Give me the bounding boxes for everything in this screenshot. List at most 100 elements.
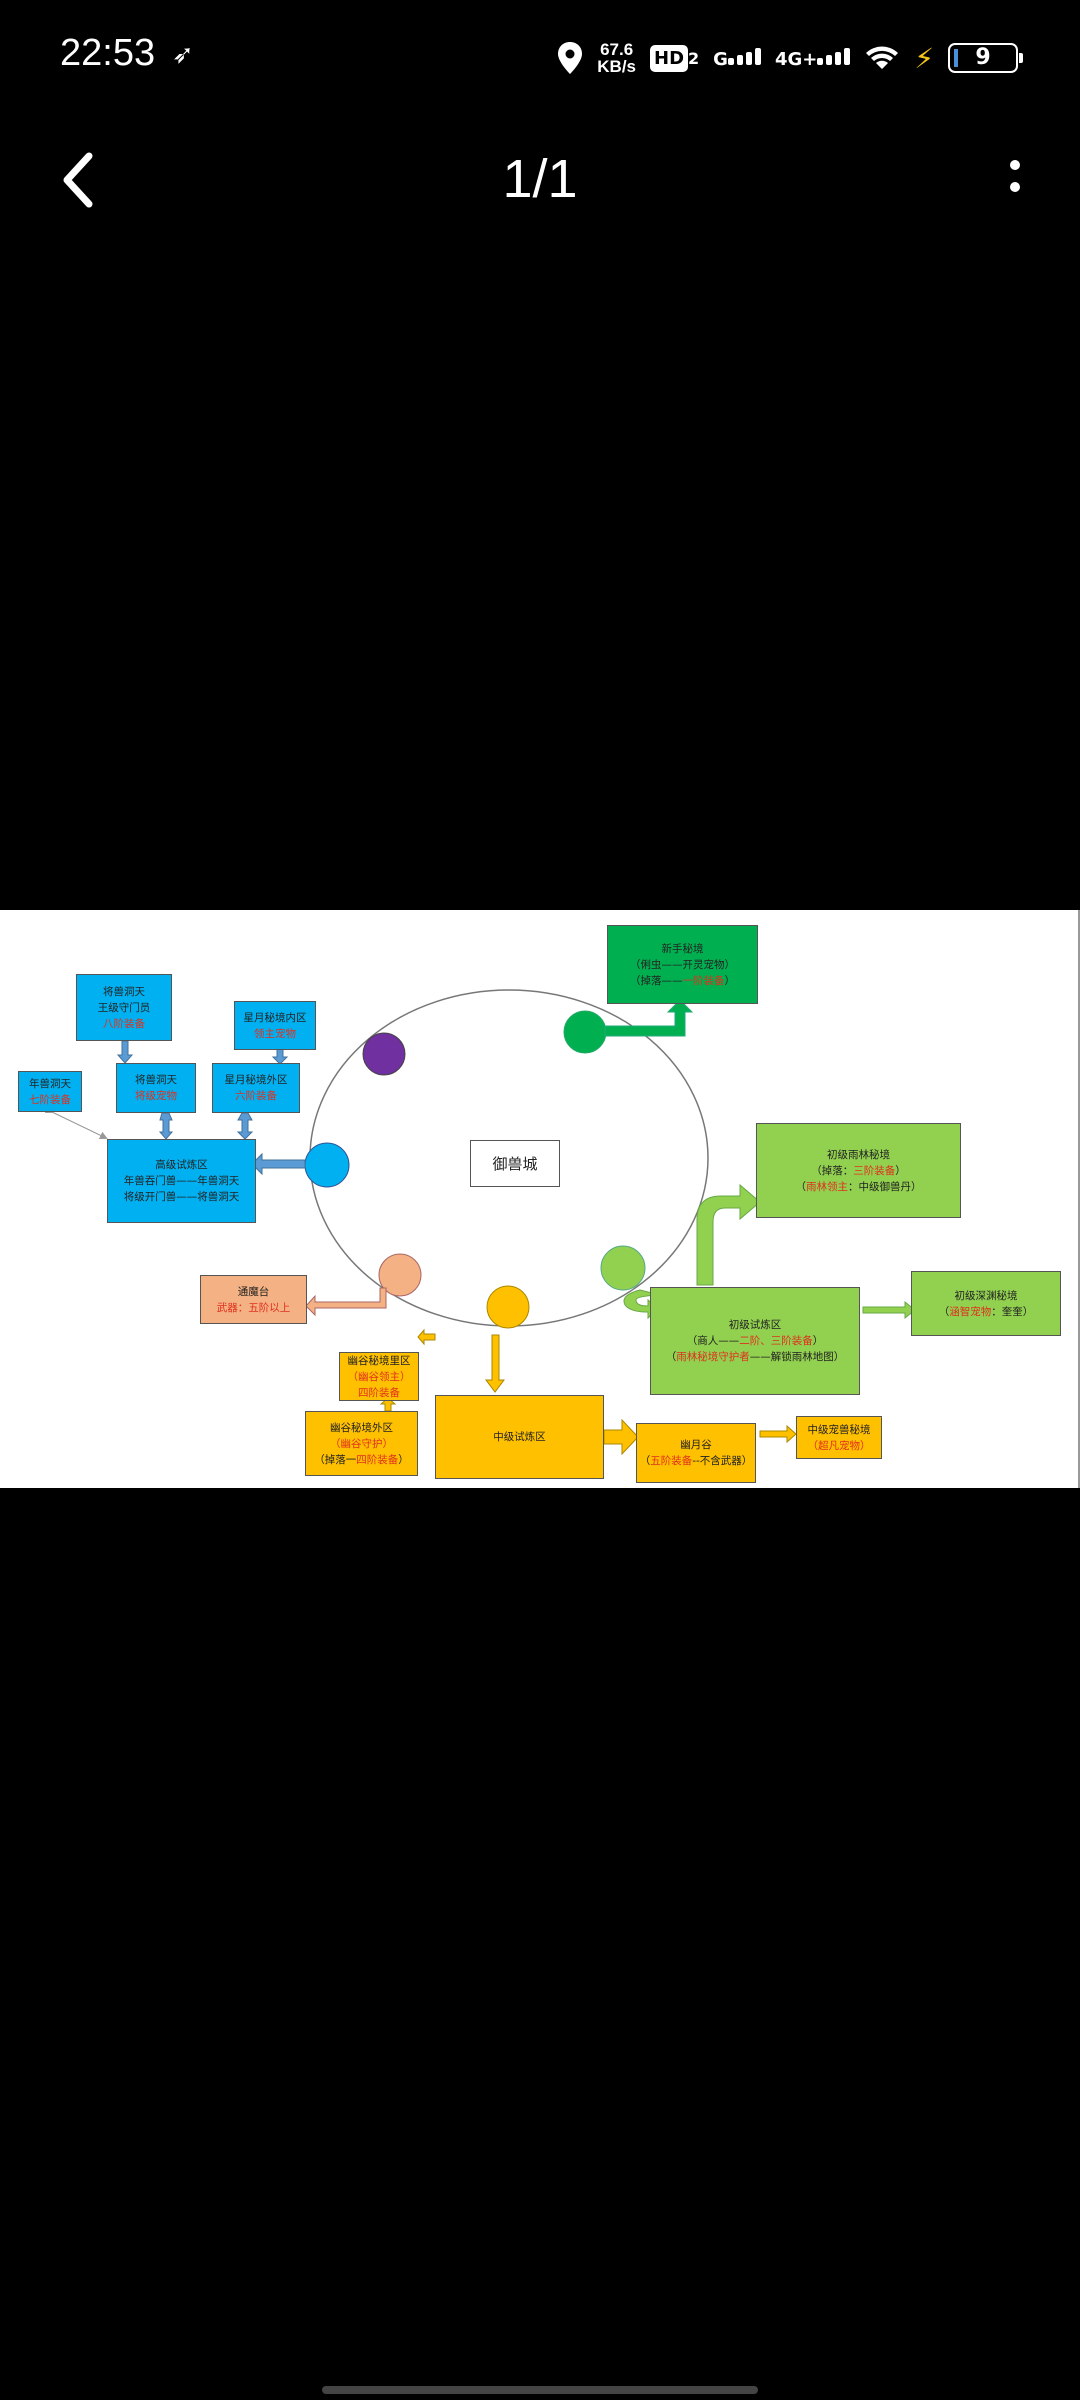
highlight-text: 雨林秘境守护者 — [676, 1351, 750, 1363]
text: （商人—— — [686, 1335, 740, 1347]
area-box-line: （雨林秘境守护者——解锁雨林地图） — [666, 1349, 845, 1365]
arrow-youyue-to-zhongchong — [759, 1424, 797, 1444]
area-box-line: 四阶装备 — [358, 1385, 400, 1401]
location-icon — [558, 42, 583, 74]
text: 中级宠兽秘境 — [807, 1423, 871, 1436]
arrow-zhongji-to-yougu-out — [417, 1328, 436, 1346]
arrow-pet-gaoji — [158, 1112, 174, 1140]
arrow-to-yulin — [696, 1183, 761, 1286]
text: （ — [795, 1180, 807, 1193]
area-box-line: 新手秘境 — [662, 941, 704, 957]
arrow-blue-to-gaoji — [251, 1152, 306, 1176]
wifi-icon — [866, 46, 899, 69]
area-box-line: 领主宠物 — [254, 1026, 296, 1042]
area-box-line: 初级试炼区 — [729, 1317, 782, 1333]
viewer-toolbar: 1/1 — [0, 130, 1080, 230]
area-box-yulin: 初级雨林秘境 （掉落：三阶装备）（雨林领主：中级御兽丹） — [756, 1123, 961, 1218]
area-box-line: 六阶装备 — [235, 1088, 277, 1104]
highlight-text: 一阶装备 — [682, 974, 725, 987]
text: 星月秘境内区 — [243, 1011, 307, 1024]
area-box-line: 幽谷秘境外区 — [330, 1420, 393, 1436]
highlight-text: 三阶装备 — [853, 1164, 896, 1177]
area-box-line: 年兽吞门兽——年兽洞天 — [124, 1173, 240, 1189]
area-box-line: 初级雨林秘境 — [827, 1147, 890, 1163]
text: ——解锁雨林地图） — [749, 1351, 845, 1363]
highlight-text: 将级宠物 — [135, 1090, 177, 1102]
more-options-icon[interactable] — [1000, 155, 1030, 205]
arrow-king-pet — [116, 1040, 134, 1064]
area-box-line: （掉落一四阶装备） — [314, 1452, 409, 1468]
text: 通魔台 — [237, 1285, 270, 1298]
text: --不含武器） — [692, 1455, 753, 1467]
area-box-line: 星月秘境外区 — [225, 1072, 288, 1088]
area-box-yougu-out: 幽谷秘境外区（幽谷守护）（掉落一四阶装备） — [305, 1411, 418, 1476]
text: 将级开门兽——将兽洞天 — [123, 1191, 240, 1203]
area-box-jiangshou-pet: 将兽洞天将级宠物 — [116, 1063, 196, 1113]
back-icon[interactable] — [55, 150, 105, 210]
area-box-line: 高级试炼区 — [155, 1157, 208, 1173]
text: ：中级御兽丹） — [848, 1180, 922, 1193]
arrow-chuji-to-shenyuan — [862, 1300, 916, 1320]
highlight-text: （幽谷领主） — [347, 1370, 411, 1383]
arrow-xingyue-out-gaoji — [236, 1112, 254, 1140]
text: 初级试炼区 — [728, 1319, 782, 1331]
green-node — [563, 1010, 607, 1054]
area-box-line: （掉落——一阶装备） — [630, 973, 735, 989]
area-box-line: 武器：五阶以上 — [217, 1300, 291, 1316]
bird-notification-icon: ➶ — [172, 40, 194, 70]
area-box-line: 幽月谷 — [680, 1437, 712, 1453]
area-box-xingyue-in: 星月秘境内区领主宠物 — [234, 1001, 316, 1050]
lightgreen-node — [600, 1245, 646, 1291]
area-box-jiangshou-king: 将兽洞天王级守门员八阶装备 — [76, 974, 172, 1041]
area-box-gaoji: 高级试炼区年兽吞门兽——年兽洞天将级开门兽——将兽洞天 — [107, 1139, 256, 1223]
area-box-nianshou: 年兽洞天七阶装备 — [18, 1071, 82, 1112]
area-box-line: 王级守门员 — [98, 1000, 151, 1016]
text: （掉落一 — [314, 1453, 357, 1466]
highlight-text: 涵智宠物 — [949, 1305, 992, 1318]
highlight-text: 四阶装备 — [356, 1453, 399, 1466]
highlight-text: （超凡宠物） — [807, 1439, 871, 1452]
text: 高级试炼区 — [155, 1159, 208, 1171]
clock: 22:53 — [60, 32, 156, 74]
highlight-text: 六阶装备 — [235, 1090, 277, 1102]
text: 中级试炼区 — [493, 1431, 546, 1443]
text: 年兽洞天 — [29, 1077, 71, 1090]
area-box-line: 七阶装备 — [29, 1092, 71, 1108]
page-counter: 1/1 — [502, 149, 578, 209]
area-box-line: 初级深渊秘境 — [955, 1288, 1018, 1304]
area-box-line: 中级宠兽秘境 — [808, 1422, 871, 1438]
text: （俐虫——开灵宠物） — [630, 958, 735, 971]
highlight-text: 二阶、三阶装备 — [739, 1335, 813, 1347]
highlight-text: 七阶装备 — [29, 1093, 71, 1106]
area-box-line: （雨林领主：中级御兽丹） — [796, 1179, 922, 1195]
area-box-line: （掉落：三阶装备） — [811, 1163, 906, 1179]
area-box-line: 年兽洞天 — [29, 1076, 71, 1092]
highlight-text: 八阶装备 — [103, 1017, 145, 1030]
area-box-tongmo: 通魔台武器：五阶以上 — [200, 1275, 307, 1324]
text: 年兽吞门兽——年兽洞天 — [123, 1175, 240, 1187]
area-box-line: 将兽洞天 — [103, 984, 145, 1000]
map-diagram-image: 将兽洞天王级守门员八阶装备年兽洞天七阶装备将兽洞天将级宠物星月秘境内区领主宠物星… — [0, 910, 1080, 1488]
area-box-line: 八阶装备 — [103, 1016, 145, 1032]
text: （ — [665, 1351, 677, 1363]
signal-icon-2: 4G+ — [775, 47, 851, 70]
battery-icon: 9 — [948, 43, 1023, 73]
text: 新手秘境 — [661, 942, 704, 955]
area-box-line: 将级开门兽——将兽洞天 — [124, 1189, 240, 1205]
highlight-text: 四阶装备 — [358, 1386, 400, 1399]
text: 初级雨林秘境 — [827, 1148, 890, 1161]
highlight-text: 五阶装备 — [650, 1455, 693, 1467]
area-box-zhongchong: 中级宠兽秘境 （超凡宠物） — [796, 1416, 882, 1459]
text: 将兽洞天 — [135, 1074, 177, 1086]
signal-icon-1: G — [713, 47, 761, 70]
area-box-xinshou: 新手秘境 （俐虫——开灵宠物） （掉落——一阶装备） — [607, 925, 758, 1004]
text: ：奎奎） — [991, 1305, 1034, 1318]
arrow-zhongji-to-youyue — [603, 1418, 639, 1456]
blue-node — [304, 1142, 350, 1188]
area-box-line: （商人——二阶、三阶装备） — [687, 1333, 824, 1349]
home-indicator[interactable] — [322, 2386, 758, 2394]
text: 星月秘境外区 — [224, 1074, 288, 1086]
area-box-line: 通魔台 — [238, 1284, 270, 1300]
